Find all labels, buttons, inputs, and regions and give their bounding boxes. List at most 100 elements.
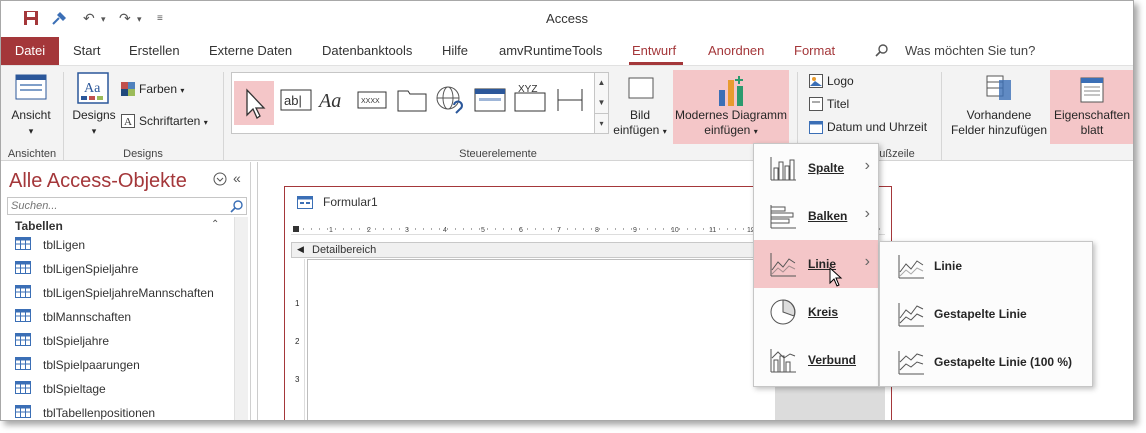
- ruler-mark: 5: [481, 227, 485, 234]
- tab-anordnen[interactable]: Anordnen: [708, 43, 765, 58]
- table-icon: [15, 261, 31, 274]
- table-icon: [15, 381, 31, 394]
- redo-icon[interactable]: ↷: [119, 10, 131, 26]
- farben-label: Farben: [139, 82, 178, 96]
- nav-section-tabellen[interactable]: Tabellen ⌃: [1, 217, 233, 235]
- quick-access-more-icon[interactable]: ≡: [157, 13, 163, 24]
- svg-text:XYZ: XYZ: [518, 84, 537, 95]
- vertical-ruler: 1 2 3: [291, 259, 305, 420]
- eigenschaften-line1: Eigenschaften: [1053, 108, 1131, 122]
- chart-menu-item-verbund[interactable]: Verbund: [754, 336, 878, 384]
- nav-table-label: tblSpieljahre: [43, 334, 110, 348]
- hyperlink-control-icon[interactable]: [432, 81, 468, 117]
- designs-button[interactable]: Designs: [72, 108, 116, 122]
- tab-format[interactable]: Format: [794, 43, 836, 58]
- nav-menu-dropdown-icon[interactable]: [213, 172, 227, 189]
- label-control-icon[interactable]: Aa: [316, 81, 352, 117]
- navigation-control-icon[interactable]: XYZ: [512, 81, 548, 117]
- tab-hilfe[interactable]: Hilfe: [442, 43, 469, 58]
- nav-table-label: tblLigenSpieljahreMannschaften: [43, 286, 214, 300]
- undo-dropdown-icon[interactable]: ▾: [101, 14, 106, 24]
- line-submenu-item[interactable]: Gestapelte Linie: [880, 290, 1092, 338]
- column-chart-icon: [770, 157, 796, 181]
- chart-menu-item-kreis[interactable]: Kreis: [754, 288, 878, 336]
- select-pointer-icon[interactable]: [234, 81, 274, 125]
- redo-dropdown-icon[interactable]: ▾: [137, 14, 142, 24]
- ruler-mark: 2: [295, 337, 300, 346]
- designs-group-label: Designs: [123, 148, 163, 160]
- nav-table-item[interactable]: tblSpielpaarungen: [15, 354, 231, 376]
- detail-section-bar[interactable]: ◀ Detailbereich: [291, 242, 885, 258]
- logo-button[interactable]: Logo: [827, 74, 854, 88]
- line-submenu-item[interactable]: Linie: [880, 242, 1092, 290]
- option-group-control-icon[interactable]: [552, 81, 588, 117]
- button-control-icon[interactable]: XXXX: [354, 81, 390, 117]
- nav-table-label: tblTabellenpositionen: [43, 406, 156, 420]
- tab-datei[interactable]: Datei: [1, 37, 59, 65]
- svg-text:ab|: ab|: [284, 93, 302, 108]
- nav-table-item[interactable]: tblTabellenpositionen: [15, 402, 231, 420]
- chart-menu-item-balken[interactable]: Balken›: [754, 192, 878, 240]
- nav-table-item[interactable]: tblMannschaften: [15, 306, 231, 328]
- nav-search-input[interactable]: [8, 198, 226, 214]
- gallery-scroll-up-icon[interactable]: ▲: [594, 73, 608, 93]
- navigation-pane: Alle Access-Objekte « Tabellen ⌃ tblLige…: [1, 162, 251, 420]
- group-separator: [63, 72, 64, 160]
- modern-chart-icon: [719, 76, 743, 106]
- chart-menu-item-spalte[interactable]: Spalte›: [754, 144, 878, 192]
- ruler-mark: 9: [633, 227, 637, 234]
- svg-text:Aa: Aa: [317, 90, 341, 112]
- table-icon: [15, 309, 31, 322]
- tab-erstellen[interactable]: Erstellen: [129, 43, 180, 58]
- tell-me-input[interactable]: Was möchten Sie tun?: [905, 43, 1036, 58]
- table-icon: [15, 237, 31, 250]
- tab-entwurf[interactable]: Entwurf: [632, 43, 677, 58]
- tab-control-icon[interactable]: [394, 81, 430, 117]
- farben-button[interactable]: Farben ▾: [139, 81, 184, 99]
- ruler-mark: 4: [443, 227, 447, 234]
- gallery-more-icon[interactable]: ▾: [594, 113, 608, 133]
- schriftarten-button[interactable]: Schriftarten ▾: [139, 113, 208, 131]
- nav-table-item[interactable]: tblLigen: [15, 234, 231, 256]
- collapse-pane-icon[interactable]: «: [233, 170, 241, 186]
- save-icon[interactable]: [23, 10, 39, 29]
- search-icon[interactable]: [230, 199, 244, 216]
- mouse-cursor-icon: [829, 266, 843, 290]
- tab-start[interactable]: Start: [73, 43, 101, 58]
- titel-button[interactable]: Titel: [827, 97, 850, 111]
- ruler-mark: 3: [405, 227, 409, 234]
- undo-icon[interactable]: ↶: [83, 10, 95, 26]
- tab-datenbanktools[interactable]: Datenbanktools: [322, 43, 413, 58]
- collapse-section-icon[interactable]: ⌃: [211, 219, 220, 230]
- gallery-scroll-down-icon[interactable]: ▼: [594, 93, 608, 113]
- nav-pane-title[interactable]: Alle Access-Objekte: [9, 170, 187, 192]
- nav-table-item[interactable]: tblLigenSpieljahre: [15, 258, 231, 280]
- web-browser-control-icon[interactable]: [472, 81, 508, 117]
- chart-menu-item-linie[interactable]: Linie›: [754, 240, 878, 288]
- tab-amvruntimetools[interactable]: amvRuntimeTools: [499, 43, 603, 58]
- datum-uhrzeit-button[interactable]: Datum und Uhrzeit: [827, 120, 928, 134]
- nav-table-item[interactable]: tblLigenSpieljahreMannschaften: [15, 282, 231, 304]
- nav-table-item[interactable]: tblSpieljahre: [15, 330, 231, 352]
- line-submenu-item[interactable]: Gestapelte Linie (100 %): [880, 338, 1092, 386]
- logo-icon: [809, 74, 823, 91]
- table-icon: [15, 357, 31, 370]
- designs-dropdown-icon[interactable]: ▾: [91, 126, 97, 136]
- fonts-icon: A: [121, 114, 135, 131]
- bild-line1: Bild: [629, 108, 650, 122]
- ansicht-button[interactable]: Ansicht: [11, 108, 51, 122]
- nav-table-item[interactable]: tblSpieltage: [15, 378, 231, 400]
- customize-icon[interactable]: [51, 10, 69, 29]
- ruler-mark: 6: [519, 227, 523, 234]
- nav-scrollbar[interactable]: [234, 217, 248, 420]
- ansicht-dropdown-icon[interactable]: ▾: [28, 126, 34, 136]
- tab-externe-daten[interactable]: Externe Daten: [209, 43, 293, 58]
- textbox-control-icon[interactable]: ab|: [278, 81, 314, 117]
